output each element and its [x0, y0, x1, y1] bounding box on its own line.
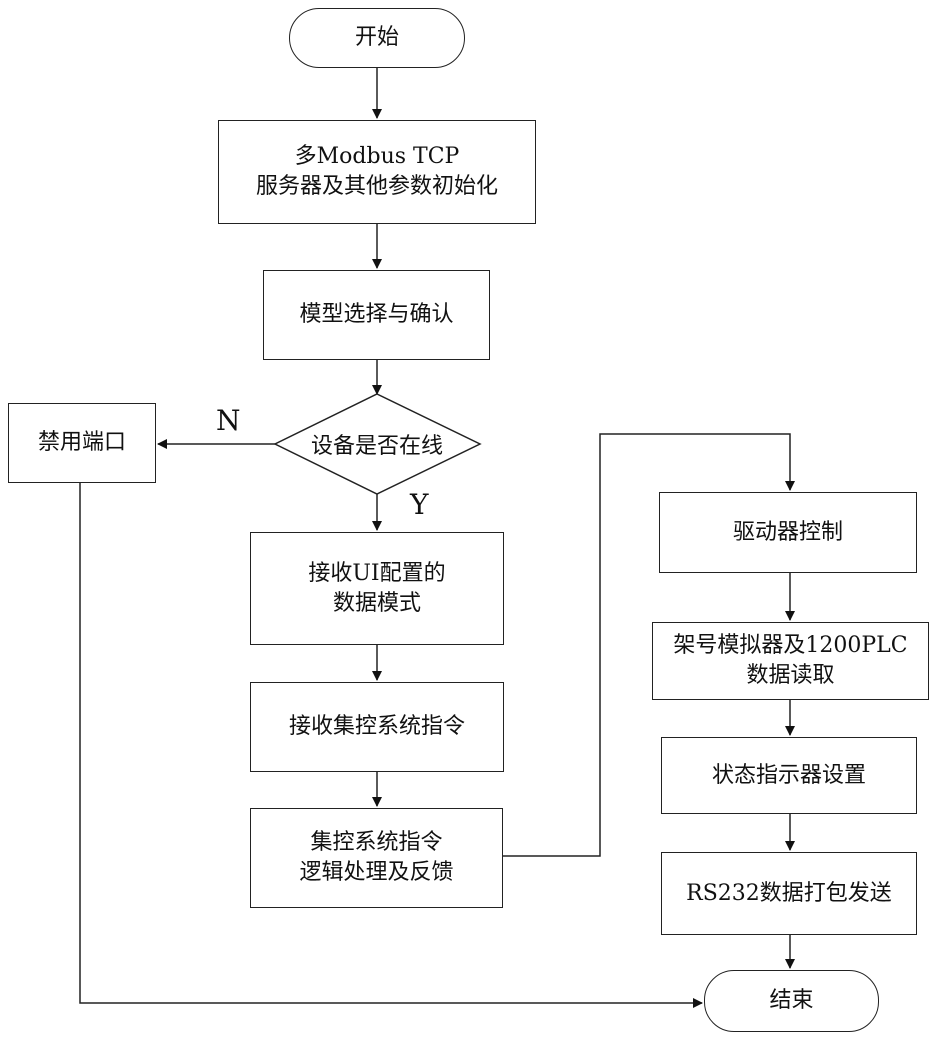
receive-command-process: 接收集控系统指令	[250, 682, 504, 772]
init-process: 多Modbus TCP 服务器及其他参数初始化	[218, 120, 536, 224]
end-label: 结束	[769, 988, 814, 1013]
model-process: 模型选择与确认	[263, 270, 490, 360]
rs232-send-label: RS232数据打包发送	[686, 880, 892, 906]
decision-label: 设备是否在线	[310, 434, 443, 459]
receive-ui-line-1: 接收UI配置的	[308, 560, 446, 586]
data-read-line-1: 架号模拟器及1200PLC	[673, 633, 908, 658]
arrow-logic-driver	[503, 433, 795, 857]
status-indicator-label: 状态指示器设置	[711, 762, 866, 788]
branch-yes-label: Y	[410, 488, 429, 521]
status-indicator-process: 状态指示器设置	[661, 737, 917, 814]
end-terminal: 结束	[704, 970, 879, 1032]
decision-diamond	[273, 393, 482, 495]
driver-control-label: 驱动器控制	[732, 519, 843, 545]
branch-no-label: N	[216, 404, 241, 437]
logic-feedback-process: 集控系统指令 逻辑处理及反馈	[250, 808, 503, 908]
start-label: 开始	[354, 25, 399, 50]
data-read-process: 架号模拟器及1200PLC 数据读取	[652, 622, 929, 700]
rs232-send-process: RS232数据打包发送	[661, 852, 917, 935]
driver-control-process: 驱动器控制	[659, 492, 917, 573]
disable-port-process: 禁用端口	[8, 403, 156, 483]
disable-port-label: 禁用端口	[37, 430, 126, 455]
init-line-2: 服务器及其他参数初始化	[255, 174, 498, 199]
init-line-1: 多Modbus TCP	[294, 144, 460, 169]
logic-line-2: 逻辑处理及反馈	[299, 860, 454, 885]
model-label: 模型选择与确认	[299, 302, 454, 327]
receive-ui-config-process: 接收UI配置的 数据模式	[250, 532, 504, 645]
data-read-line-2: 数据读取	[746, 663, 835, 688]
start-terminal: 开始	[289, 8, 465, 68]
receive-ui-line-2: 数据模式	[332, 590, 421, 616]
receive-command-label: 接收集控系统指令	[288, 714, 465, 739]
logic-line-1: 集控系统指令	[310, 830, 443, 855]
arrow-disable-end	[79, 483, 703, 1008]
